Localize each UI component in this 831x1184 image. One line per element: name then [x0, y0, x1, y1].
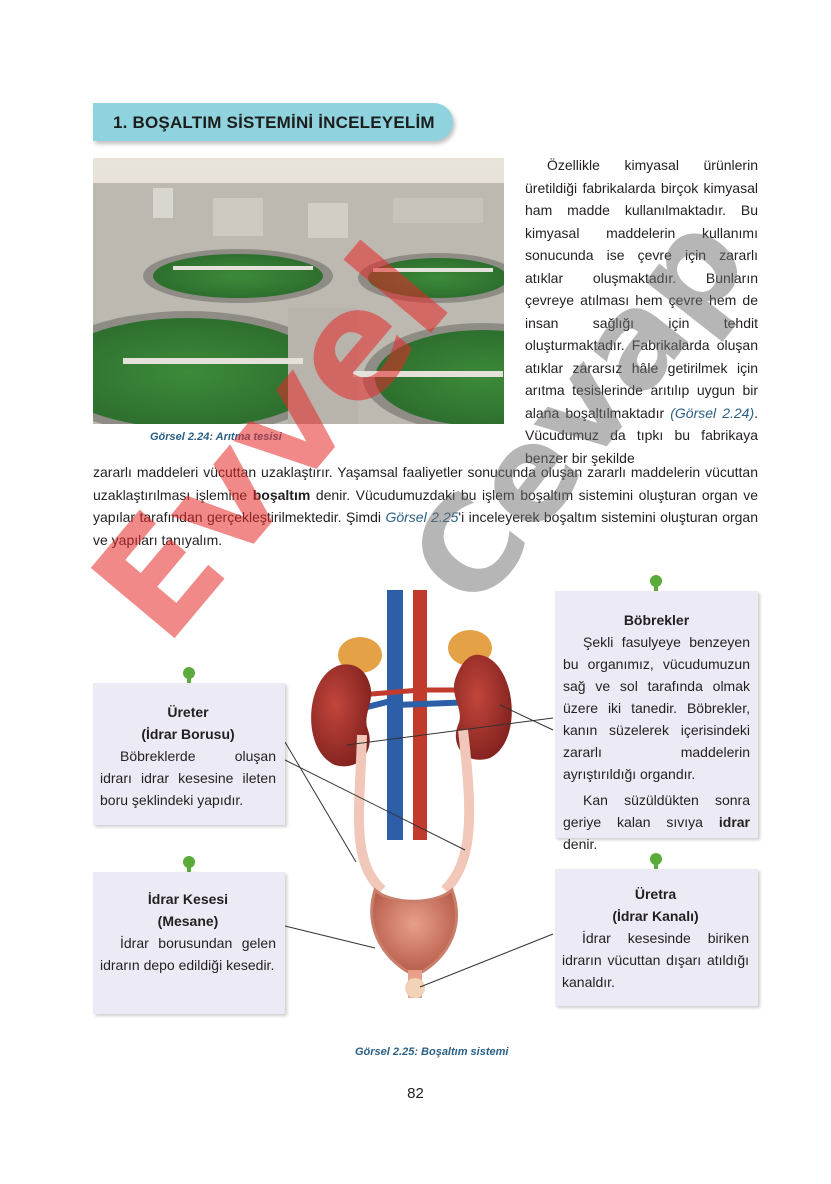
kidneys-text-2a: Kan süzüldükten sonra geriye kalan sıvıy… [563, 792, 750, 830]
section-header: 1. BOŞALTIM SİSTEMİNİ İNCELEYELİM [93, 103, 453, 141]
kidneys-box: Böbrekler Şekli fasulyeye benzeyen bu or… [555, 591, 758, 852]
urethra-title: Üretra [634, 886, 677, 902]
paragraph-text: denir. Vücudumuzdaki bu işlem boşaltım s… [93, 486, 758, 526]
figure-caption: Görsel 2.25: Boşaltım sistemi [355, 1046, 509, 1058]
urine-term: idrar [718, 814, 750, 830]
intro-paragraph: Özellikle kimyasal ürünlerin üretildiği … [525, 154, 758, 469]
bladder-title: İdrar Kesesi [147, 891, 229, 907]
figure-reference: (Görsel 2.24) [670, 404, 755, 421]
kidneys-text-2: Kan süzüldükten sonra geriye kalan sıvıy… [563, 789, 750, 855]
urethra-box: Üretra (İdrar Kanalı) İdrar kesesinde bi… [555, 869, 758, 1006]
bladder-text: İdrar borusundan gelen idrarın depo edil… [100, 935, 276, 973]
intro-paragraph-cont: zararlı maddeleri vücuttan uzaklaştırır.… [93, 461, 758, 551]
bladder-box: İdrar Kesesi (Mesane) İdrar borusundan g… [93, 872, 285, 1014]
ureter-title: Üreter [167, 704, 209, 720]
urinary-system-diagram [300, 590, 550, 1010]
ureter-subtitle: (İdrar Borusu) [141, 726, 235, 742]
kidneys-title: Böbrekler [623, 612, 690, 628]
figure-reference: Görsel 2.25 [385, 509, 459, 525]
paragraph-text: zararlı maddeleri vücuttan uzaklaştırır.… [93, 464, 758, 503]
kidneys-text: Şekli fasulyeye benzeyen bu organımız, v… [563, 634, 750, 782]
intro-text-cont: . Vücudumuz da tıpkı bu fabrikaya benzer… [525, 404, 759, 466]
intro-text: Özellikle kimyasal ürünlerin üretildiği … [525, 157, 758, 421]
urethra-subtitle: (İdrar Kanalı) [612, 908, 699, 924]
ureter-text: Böbreklerde oluşan idrarı idrar kesesine… [100, 748, 276, 808]
urethra-text: İdrar kesesinde biriken idrarın vücuttan… [562, 930, 749, 990]
bladder-subtitle: (Mesane) [157, 913, 219, 929]
key-term: boşaltım [252, 486, 311, 503]
ureter-box: Üreter (İdrar Borusu) Böbreklerde oluşan… [93, 683, 285, 825]
treatment-plant-photo [93, 158, 504, 424]
section-title: 1. BOŞALTIM SİSTEMİNİ İNCELEYELİM [113, 113, 435, 132]
page-number: 82 [407, 1085, 424, 1102]
kidneys-text-2c: denir. [563, 836, 598, 852]
paragraph-text: 'i inceleyerek boşaltım sistemini oluştu… [93, 509, 759, 548]
figure-caption: Görsel 2.24: Arıtma tesisi [150, 431, 282, 443]
